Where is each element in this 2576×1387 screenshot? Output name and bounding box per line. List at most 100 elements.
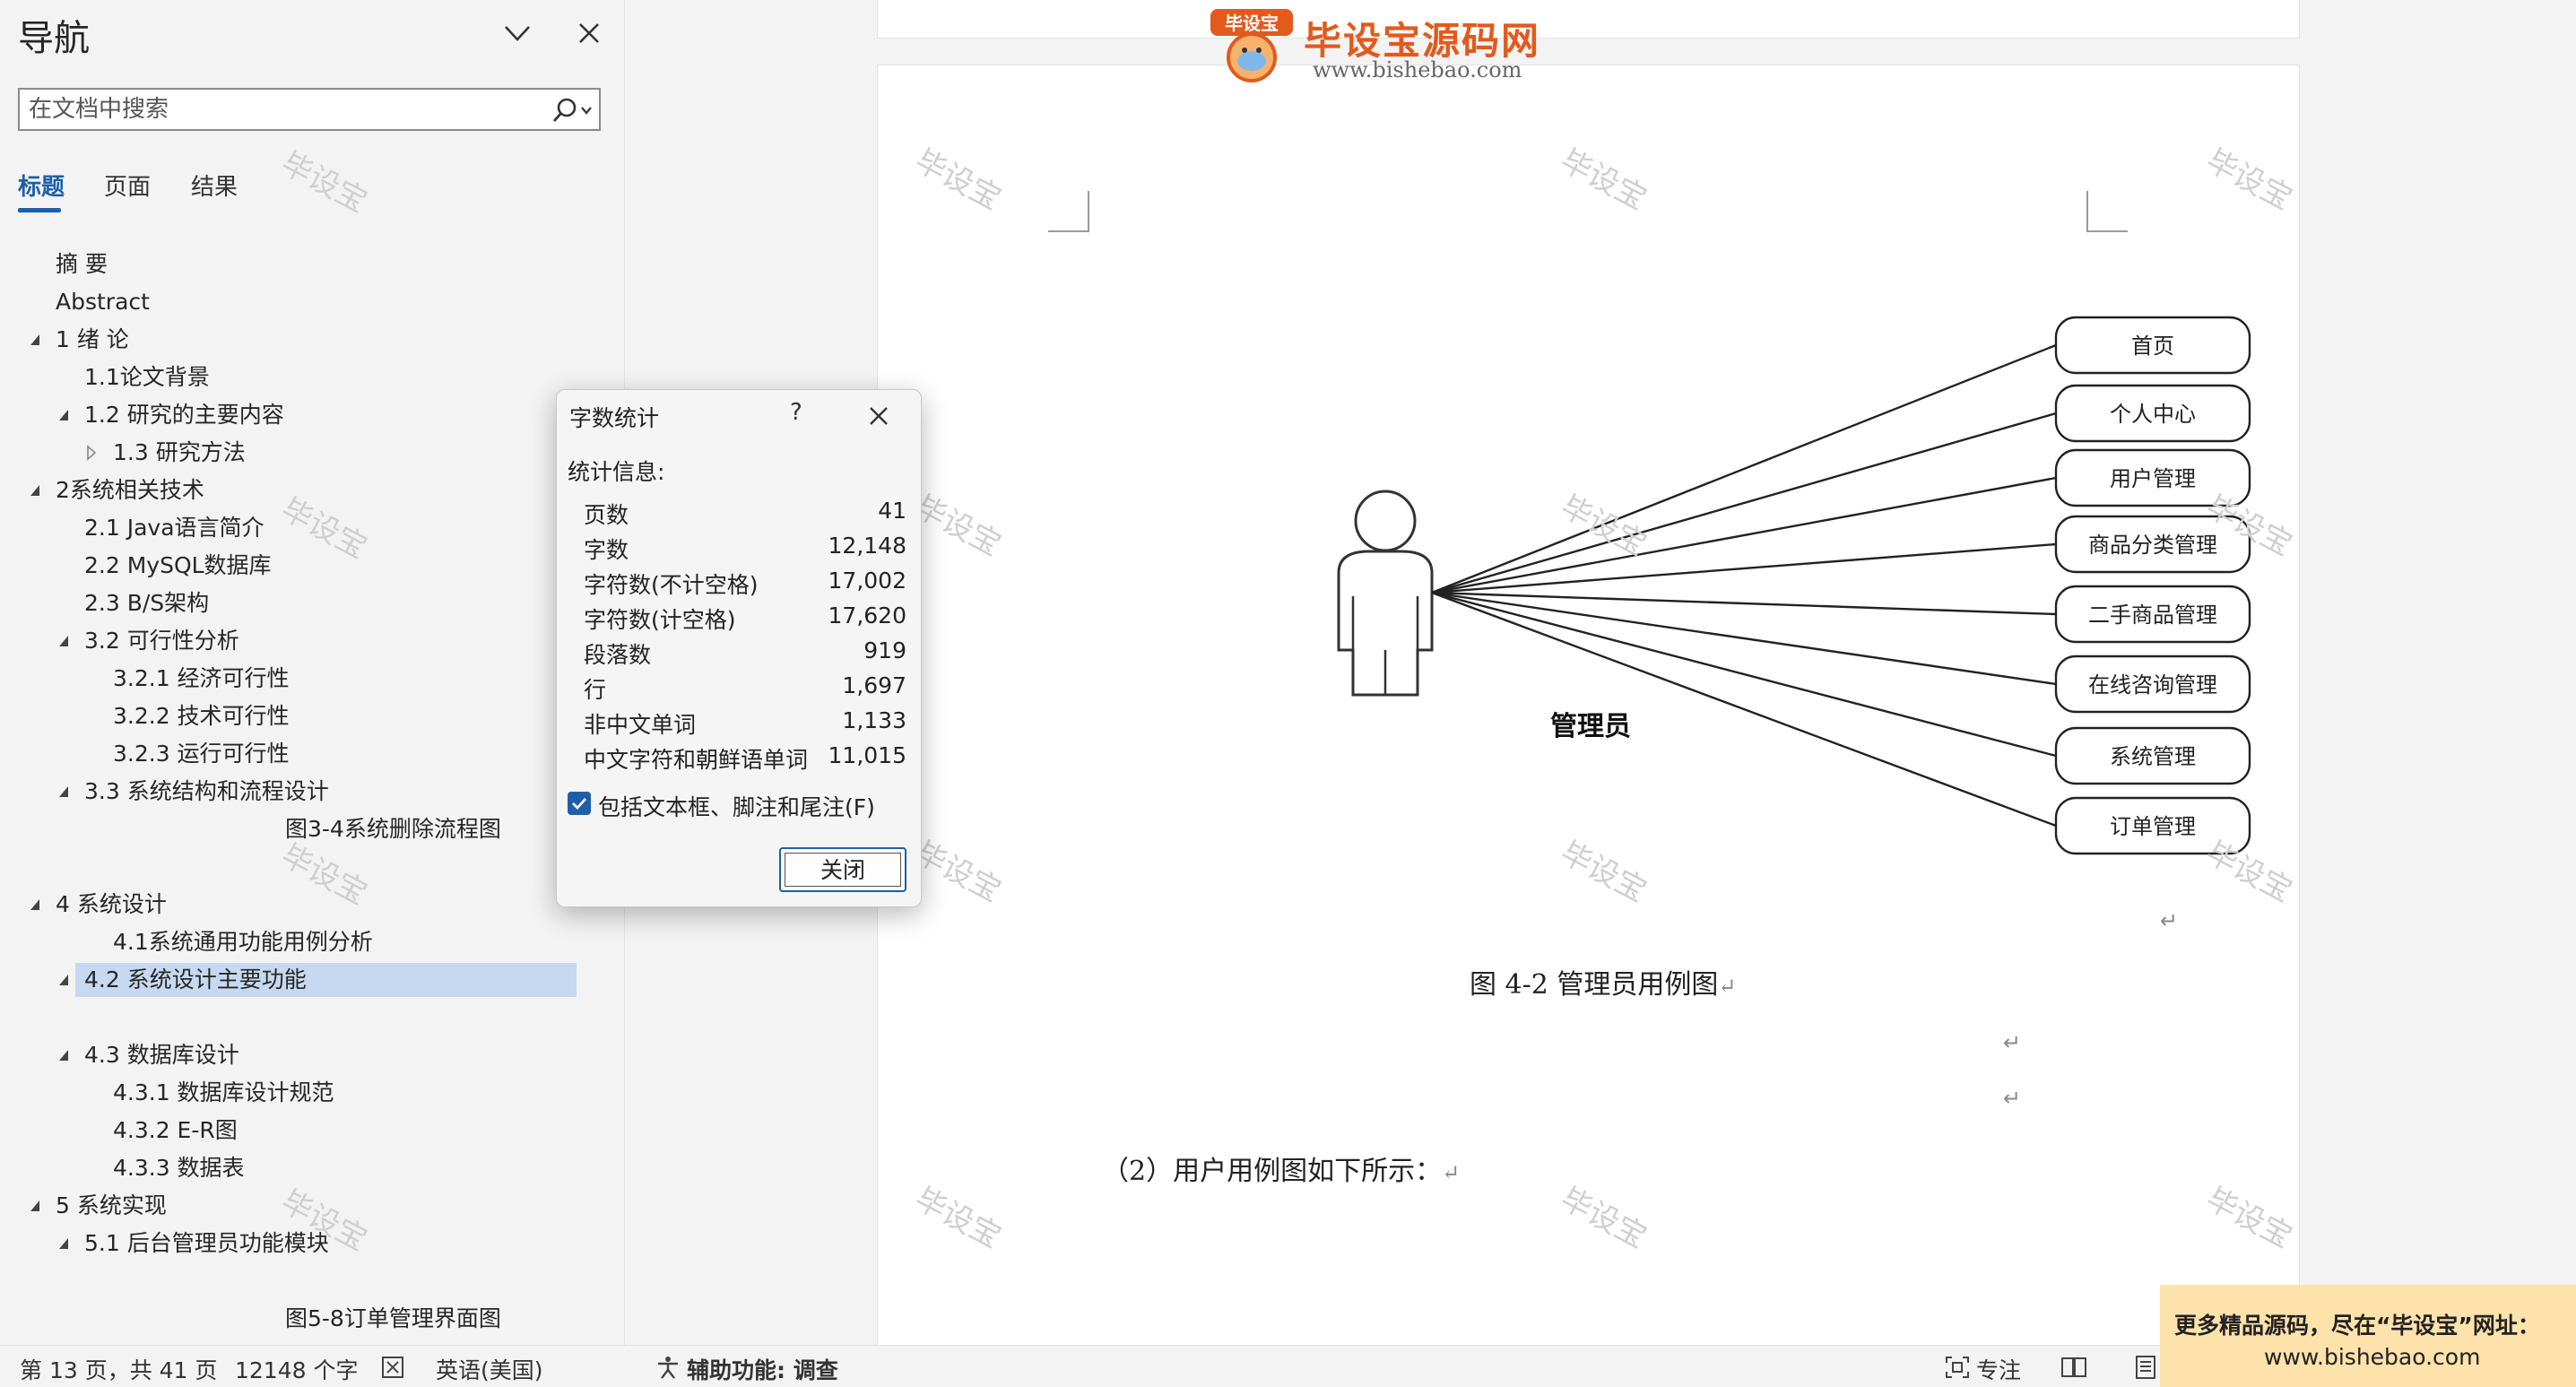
proofing-icon[interactable] bbox=[380, 1355, 407, 1380]
association-line bbox=[1431, 343, 2057, 594]
stat-value: 12,148 bbox=[828, 533, 906, 559]
paragraph-mark: ↵ bbox=[2003, 1030, 2022, 1055]
stat-value: 1,697 bbox=[842, 672, 906, 698]
heading-label: 2.2 MySQL数据库 bbox=[84, 552, 272, 578]
tab-headings[interactable]: 标题 bbox=[18, 174, 65, 201]
language[interactable]: 英语(美国) bbox=[436, 1357, 543, 1383]
accessibility-icon[interactable] bbox=[655, 1355, 681, 1380]
close-dialog-label: 关闭 bbox=[785, 853, 901, 887]
heading-label: 2.3 B/S架构 bbox=[84, 590, 210, 616]
close-icon[interactable] bbox=[863, 401, 894, 431]
caption-text: 图 4-2 管理员用例图 bbox=[1470, 969, 1719, 1001]
search-input[interactable] bbox=[29, 95, 540, 124]
use-case-box: 个人中心 bbox=[2054, 384, 2251, 443]
paragraph-text: （2）用户用例图如下所示： bbox=[1102, 1156, 1443, 1187]
search-icon[interactable] bbox=[551, 95, 595, 126]
expand-toggle-icon[interactable] bbox=[56, 963, 74, 997]
stat-label: 段落数 bbox=[584, 642, 652, 668]
stat-label: 非中文单词 bbox=[584, 712, 697, 738]
promo-banner[interactable]: 更多精品源码，尽在“毕设宝”网址： www.bishebao.com bbox=[2160, 1285, 2576, 1387]
use-case-box: 系统管理 bbox=[2054, 726, 2251, 785]
heading-item[interactable]: 4.2 系统设计主要功能 bbox=[59, 963, 577, 997]
help-button[interactable]: ? bbox=[790, 399, 802, 426]
use-case-box: 用户管理 bbox=[2054, 448, 2251, 507]
actor-figure bbox=[1337, 490, 1434, 697]
stat-row: 行 1,697 bbox=[584, 672, 906, 707]
include-textboxes-checkbox[interactable] bbox=[568, 792, 591, 815]
heading-label: 3.2 可行性分析 bbox=[84, 628, 239, 654]
statistics-heading: 统计信息: bbox=[568, 459, 665, 485]
include-textboxes-label[interactable]: 包括文本框、脚注和尾注(F) bbox=[598, 794, 875, 820]
read-mode-icon[interactable] bbox=[2060, 1355, 2087, 1380]
stat-row: 页数 41 bbox=[584, 498, 906, 533]
focus-mode-button[interactable]: 专注 bbox=[1976, 1357, 2022, 1383]
stat-value: 41 bbox=[878, 498, 906, 524]
stat-value: 17,620 bbox=[828, 602, 906, 628]
expand-toggle-icon[interactable] bbox=[27, 888, 45, 922]
previous-page bbox=[877, 0, 2300, 39]
stat-value: 919 bbox=[863, 637, 906, 663]
stat-value: 1,133 bbox=[842, 707, 906, 733]
word-count[interactable]: 12148 个字 bbox=[235, 1357, 359, 1383]
paragraph-mark: ↵ bbox=[1442, 1160, 1461, 1185]
promo-url[interactable]: www.bishebao.com bbox=[2264, 1344, 2481, 1370]
use-case-label: 系统管理 bbox=[2110, 744, 2196, 769]
expand-toggle-icon[interactable] bbox=[56, 775, 74, 809]
use-case-box: 商品分类管理 bbox=[2054, 515, 2251, 574]
stat-value: 11,015 bbox=[828, 742, 906, 768]
stat-label: 行 bbox=[584, 677, 607, 703]
heading-label: 4.3 数据库设计 bbox=[84, 1042, 239, 1068]
expand-toggle-icon[interactable] bbox=[56, 1227, 74, 1261]
close-icon[interactable] bbox=[574, 18, 604, 48]
expand-toggle-icon[interactable] bbox=[27, 1189, 45, 1223]
collapsed-toggle-icon[interactable] bbox=[82, 436, 100, 470]
use-case-label: 用户管理 bbox=[2110, 466, 2196, 491]
heading-label: 4.1系统通用功能用例分析 bbox=[113, 929, 373, 955]
expand-toggle-icon[interactable] bbox=[56, 398, 74, 432]
stat-row: 段落数 919 bbox=[584, 637, 906, 672]
tab-pages[interactable]: 页面 bbox=[104, 174, 152, 201]
heading-label: Abstract bbox=[56, 289, 150, 315]
use-case-label: 商品分类管理 bbox=[2088, 533, 2217, 558]
document-page[interactable]: 首页个人中心用户管理商品分类管理二手商品管理在线咨询管理系统管理订单管理 管理员… bbox=[877, 65, 2300, 1345]
use-case-box: 二手商品管理 bbox=[2054, 585, 2251, 644]
expand-toggle-icon[interactable] bbox=[56, 624, 74, 658]
expand-toggle-icon[interactable] bbox=[27, 473, 45, 507]
document-canvas[interactable]: 首页个人中心用户管理商品分类管理二手商品管理在线咨询管理系统管理订单管理 管理员… bbox=[626, 0, 2576, 1345]
active-tab-indicator bbox=[18, 208, 61, 212]
accessibility-status[interactable]: 辅助功能: 调查 bbox=[687, 1357, 838, 1383]
print-layout-icon[interactable] bbox=[2132, 1355, 2159, 1380]
stat-label: 页数 bbox=[584, 502, 629, 528]
stat-row: 字符数(不计空格)17,002 bbox=[584, 568, 906, 602]
heading-label: 4 系统设计 bbox=[56, 891, 167, 917]
crop-mark-right bbox=[2086, 191, 2128, 232]
association-line bbox=[1431, 412, 2057, 594]
close-dialog-button[interactable]: 关闭 bbox=[779, 847, 906, 892]
logo-url: www.bishebao.com bbox=[1313, 57, 1522, 82]
use-case-label: 在线咨询管理 bbox=[2088, 672, 2217, 698]
focus-icon[interactable] bbox=[1944, 1355, 1971, 1380]
heading-label: 1.2 研究的主要内容 bbox=[84, 402, 284, 428]
expand-toggle-icon[interactable] bbox=[56, 1038, 74, 1072]
expand-toggle-icon[interactable] bbox=[27, 323, 45, 357]
page-count[interactable]: 第 13 页，共 41 页 bbox=[20, 1357, 218, 1383]
actor-label: 管理员 bbox=[1550, 711, 1631, 742]
stat-label: 中文字符和朝鲜语单词 bbox=[584, 747, 809, 773]
association-line bbox=[1431, 476, 2057, 594]
chevron-down-icon[interactable] bbox=[502, 20, 533, 47]
tab-results[interactable]: 结果 bbox=[191, 174, 239, 201]
association-line bbox=[1431, 591, 2057, 616]
watermark: 毕设宝 bbox=[274, 144, 373, 221]
logo-badge-text: 毕设宝 bbox=[1225, 13, 1279, 34]
heading-label: 1 绪 论 bbox=[56, 326, 129, 352]
association-line bbox=[1431, 591, 2057, 758]
logo-name: 毕设宝源码网 bbox=[1304, 19, 1541, 63]
use-case-label: 订单管理 bbox=[2110, 814, 2196, 839]
paragraph-mark: ↵ bbox=[2160, 908, 2179, 933]
heading-label: 图3-4系统删除流程图 bbox=[285, 816, 501, 842]
heading-label: 4.3.1 数据库设计规范 bbox=[113, 1079, 334, 1105]
